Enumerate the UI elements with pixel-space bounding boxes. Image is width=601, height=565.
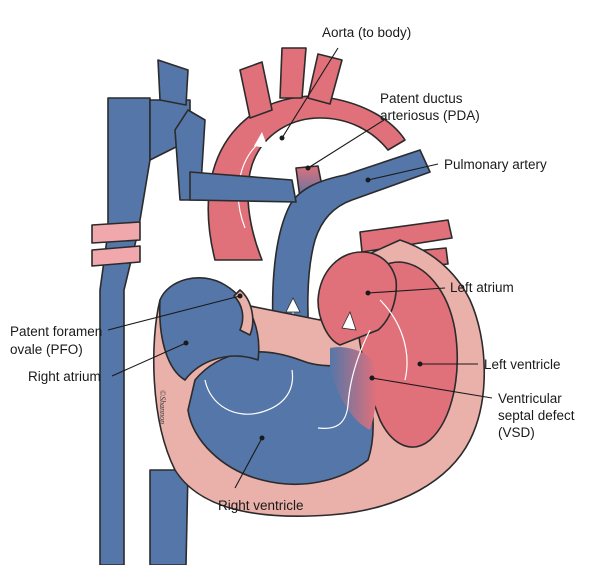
label-pfo: Patent foramen ovale (PFO) bbox=[10, 324, 106, 357]
label-vsd: Ventricular septal defect (VSD) bbox=[498, 391, 578, 440]
vena-cava bbox=[99, 59, 206, 565]
pulmonary-veins-left bbox=[91, 221, 141, 267]
labels: Aorta (to body) Patent ductus arteriosus… bbox=[10, 25, 578, 513]
flow-arrows bbox=[204, 299, 408, 430]
label-aorta: Aorta (to body) bbox=[322, 25, 411, 40]
artist-signature: ©Shannon bbox=[158, 390, 167, 424]
heart-body bbox=[152, 239, 486, 517]
aorta bbox=[207, 47, 406, 261]
label-pda: Patent ductus arteriosus (PDA) bbox=[380, 91, 480, 123]
label-right-ventricle: Right ventricle bbox=[218, 498, 304, 513]
label-left-atrium: Left atrium bbox=[450, 280, 514, 295]
label-pulmonary-artery: Pulmonary artery bbox=[444, 157, 547, 172]
leader-lines bbox=[107, 47, 493, 489]
label-left-ventricle: Left ventricle bbox=[484, 357, 561, 372]
label-right-atrium: Right atrium bbox=[28, 369, 101, 384]
